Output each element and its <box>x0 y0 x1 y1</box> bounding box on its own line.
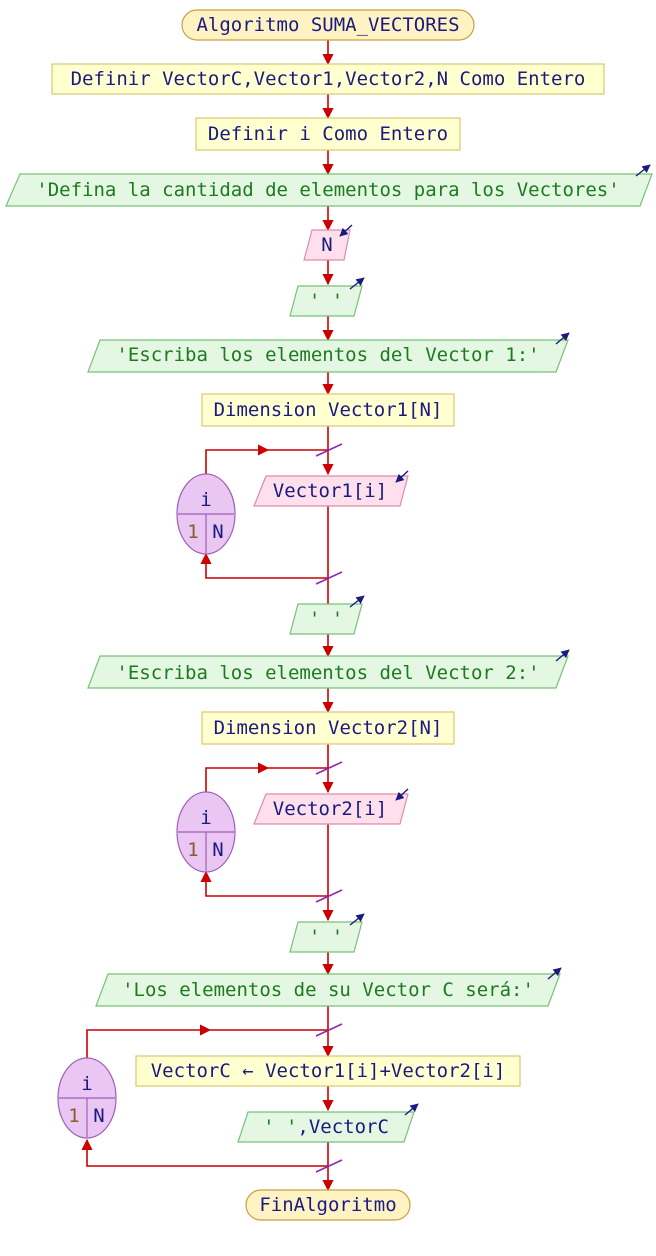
end-terminal: FinAlgoritmo <box>245 1189 411 1221</box>
process-dim1: Dimension Vector1[N] <box>201 393 455 427</box>
loop3-back-edge <box>81 1138 328 1167</box>
loop2-var: i <box>200 807 211 829</box>
loop2-forward-edge <box>205 762 270 794</box>
loop3-var: i <box>81 1073 92 1095</box>
for-loop-2: i 1 N <box>176 791 236 873</box>
for-loop-3: i 1 N <box>57 1057 117 1139</box>
loop3-tick-top <box>315 1023 343 1037</box>
loop3-forward-edge <box>86 1024 212 1058</box>
input-vector1: Vector1[i] <box>253 470 409 507</box>
loop2-from: 1 <box>187 839 198 861</box>
loop2-in-label: Vector2[i] <box>273 798 387 820</box>
process-dim2: Dimension Vector2[N] <box>201 711 455 745</box>
loop-ticks <box>315 443 343 1173</box>
process-def2: Definir i Como Entero <box>195 117 461 151</box>
in-n-label: N <box>321 234 332 256</box>
loop1-to: N <box>212 521 223 543</box>
out5-label: ' ',VectorC <box>263 1116 389 1138</box>
process-assign: VectorC ← Vector1[i]+Vector2[i] <box>135 1055 521 1087</box>
output-arrow-icon <box>349 595 365 608</box>
input-arrow-icon <box>339 224 353 237</box>
start-label: Algoritmo SUMA_VECTORES <box>196 14 459 36</box>
loop1-from: 1 <box>187 521 198 543</box>
out4-label: 'Los elementos de su Vector C será:' <box>122 979 534 1001</box>
loop1-tick-bottom <box>315 571 343 585</box>
loop1-forward-edge <box>205 444 270 474</box>
end-label: FinAlgoritmo <box>259 1194 396 1216</box>
output-arrow-icon <box>404 1103 419 1116</box>
loop2-back-edge <box>200 870 328 897</box>
output-arrow-icon <box>349 913 365 926</box>
loop1-var: i <box>200 489 211 511</box>
output-arrow-icon <box>349 277 365 290</box>
for-loop-1: i 1 N <box>176 473 236 555</box>
out3-label: 'Escriba los elementos del Vector 2:' <box>116 662 539 684</box>
loop2-to: N <box>212 839 223 861</box>
output-arrow-icon <box>555 332 570 345</box>
out2-label: 'Escriba los elementos del Vector 1:' <box>116 344 539 366</box>
output-vectorc: ' ',VectorC <box>237 1103 419 1143</box>
loop2-tick-bottom <box>315 889 343 903</box>
loop3-tick-bottom <box>315 1159 343 1173</box>
blank3-label: ' ' <box>309 926 343 948</box>
def2-label: Definir i Como Entero <box>208 123 448 145</box>
loop3-to: N <box>93 1105 104 1127</box>
output-prompt-vector1: 'Escriba los elementos del Vector 1:' <box>87 332 570 373</box>
output-arrow-icon <box>547 967 562 980</box>
process-def1: Definir VectorC,Vector1,Vector2,N Como E… <box>51 63 605 95</box>
loop1-back-edge <box>200 552 328 579</box>
output-arrow-icon <box>555 649 570 662</box>
blank1-label: ' ' <box>309 290 343 312</box>
connectors <box>81 40 334 1192</box>
dim2-label: Dimension Vector2[N] <box>214 717 443 739</box>
output-prompt-count: 'Defina la cantidad de elementos para lo… <box>5 164 653 207</box>
out1-label: 'Defina la cantidad de elementos para lo… <box>36 179 619 201</box>
dim1-label: Dimension Vector1[N] <box>214 399 443 421</box>
assign-label: VectorC ← Vector1[i]+Vector2[i] <box>151 1060 506 1082</box>
loop1-in-label: Vector1[i] <box>273 480 387 502</box>
output-blank-1: ' ' <box>289 277 365 317</box>
input-n: N <box>303 224 353 261</box>
input-arrow-icon <box>395 788 409 801</box>
output-prompt-vector2: 'Escriba los elementos del Vector 2:' <box>87 649 570 689</box>
blank2-label: ' ' <box>309 608 343 630</box>
input-arrow-icon <box>395 470 409 483</box>
loop1-tick-top <box>315 443 343 457</box>
output-prompt-vectorc: 'Los elementos de su Vector C será:' <box>95 967 562 1007</box>
loop2-tick-top <box>315 761 343 775</box>
output-arrow-icon <box>635 164 651 177</box>
output-blank-2: ' ' <box>289 595 365 635</box>
output-blank-3: ' ' <box>289 913 365 953</box>
loop3-from: 1 <box>68 1105 79 1127</box>
def1-label: Definir VectorC,Vector1,Vector2,N Como E… <box>71 68 586 90</box>
input-vector2: Vector2[i] <box>253 788 409 825</box>
start-terminal: Algoritmo SUMA_VECTORES <box>181 9 475 41</box>
